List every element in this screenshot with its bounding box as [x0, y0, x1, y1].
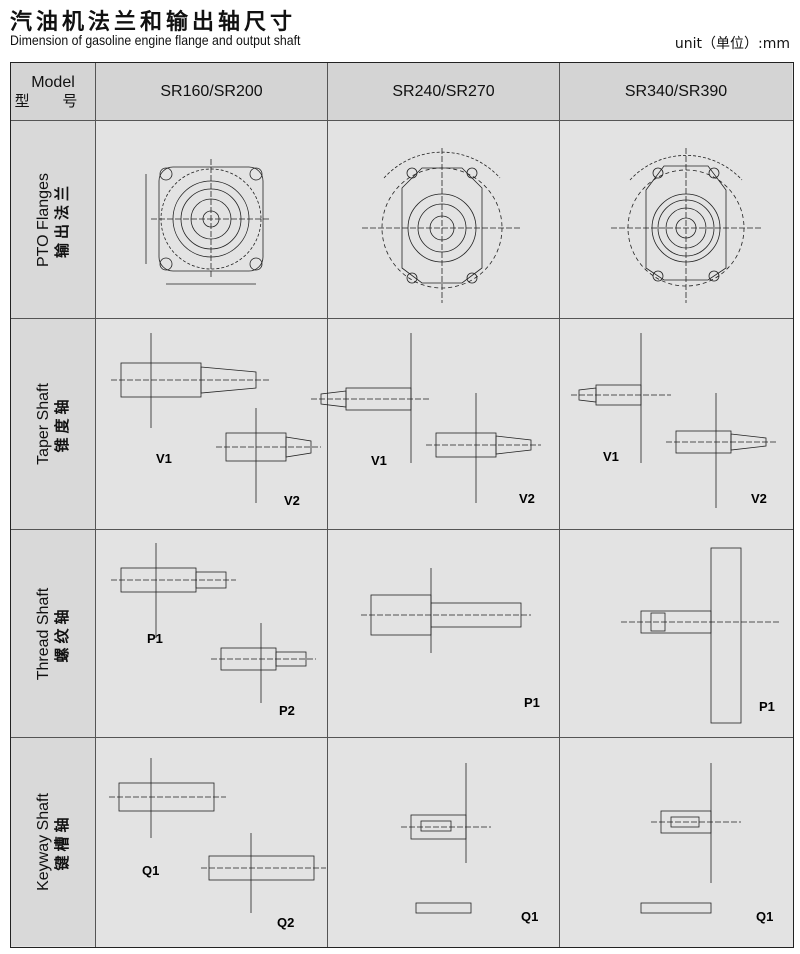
model-header-cn: 型 号	[14, 91, 92, 110]
flange-drawing-sr340	[611, 148, 761, 303]
variant-label: V2	[519, 491, 535, 506]
grid-divider	[95, 63, 96, 947]
thread-shaft-drawing-c1	[111, 543, 316, 703]
title-chinese: 汽油机法兰和输出轴尺寸	[10, 10, 297, 35]
variant-label: P1	[759, 699, 775, 714]
variant-label: V1	[603, 449, 619, 464]
keyway-shaft-drawing-c2	[401, 763, 491, 914]
keyway-shaft-drawing-c3	[640, 763, 741, 914]
grid-divider	[11, 318, 793, 319]
grid-divider	[327, 63, 328, 947]
grid-divider	[11, 529, 793, 530]
taper-shaft-drawing-c3	[571, 333, 776, 508]
grid-divider	[11, 120, 793, 121]
variant-label: P2	[279, 703, 295, 718]
flange-drawing-sr160	[145, 159, 271, 285]
title-english: Dimension of gasoline engine flange and …	[10, 32, 301, 48]
variant-label: P1	[524, 695, 540, 710]
model-header-en: Model	[31, 73, 75, 91]
taper-shaft-drawing-c1	[111, 333, 321, 503]
flange-drawing-sr240	[362, 148, 522, 303]
variant-label: V1	[156, 451, 172, 466]
variant-label: Q1	[521, 909, 539, 924]
unit-label: unit（单位）:mm	[674, 36, 790, 52]
technical-drawings	[109, 148, 781, 914]
column-header-3: SR340/SR390	[560, 63, 792, 120]
grid-divider	[559, 63, 560, 947]
thread-shaft-drawing-c3	[621, 547, 781, 724]
thread-shaft-drawing-c2	[361, 568, 531, 653]
column-header-2: SR240/SR270	[328, 63, 559, 120]
column-header-1: SR160/SR200	[96, 63, 327, 120]
variant-label: Q2	[277, 915, 295, 930]
model-header: Model 型 号	[11, 63, 95, 120]
variant-label: Q1	[142, 863, 160, 878]
variant-label: V2	[751, 491, 767, 506]
dimension-table: Model 型 号 SR160/SR200 SR240/SR270 SR340/…	[10, 62, 794, 948]
variant-label: P1	[147, 631, 163, 646]
grid-divider	[11, 737, 793, 738]
taper-shaft-drawing-c2	[311, 333, 541, 503]
variant-label: V2	[284, 493, 300, 508]
keyway-shaft-drawing-c1	[109, 758, 326, 913]
variant-label: V1	[371, 453, 387, 468]
variant-label: Q1	[756, 909, 774, 924]
